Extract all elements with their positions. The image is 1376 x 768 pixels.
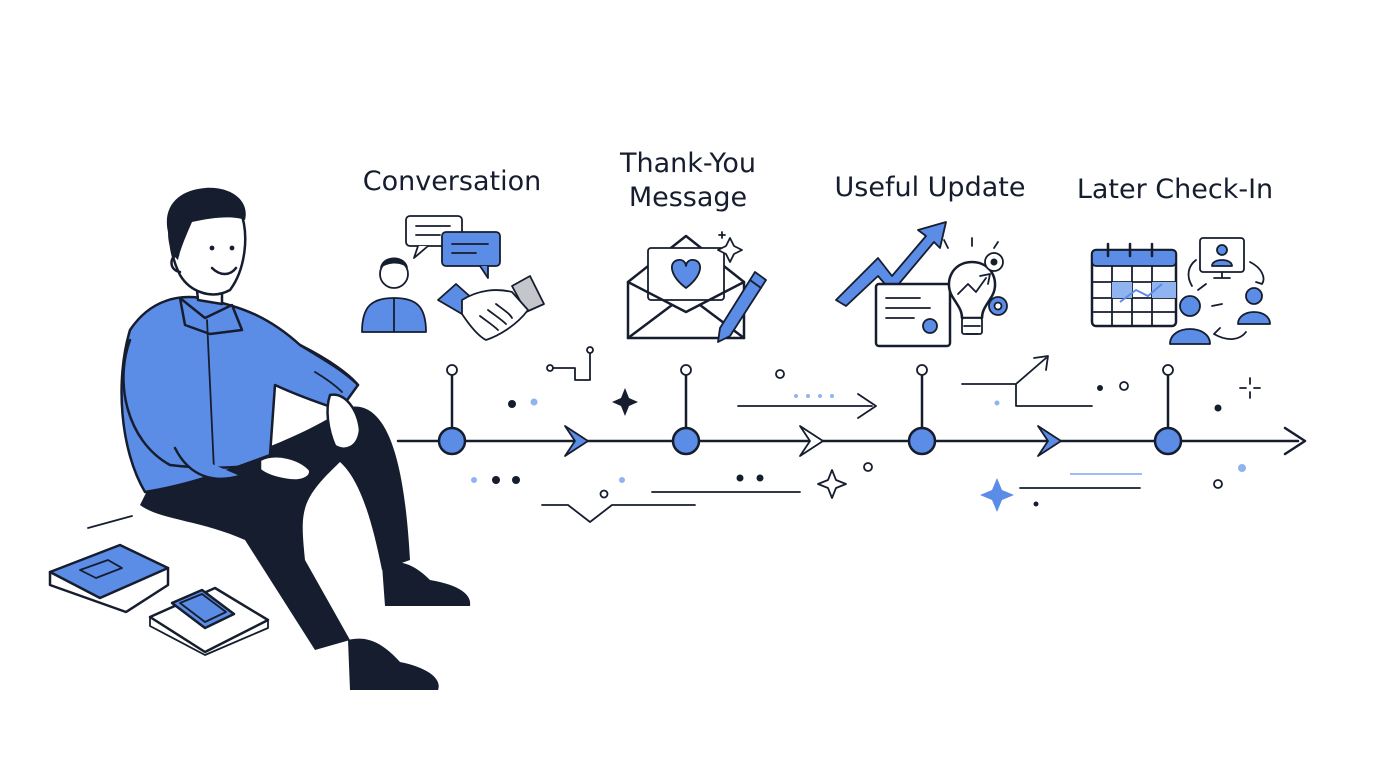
timeline-chevrons — [564, 425, 1062, 457]
timeline-nodes — [437, 364, 1183, 456]
video-call-icon — [1199, 237, 1245, 279]
timeline-line — [396, 426, 1307, 456]
stage-label-conversation: Conversation — [363, 166, 542, 197]
stage-label-thank-you-line-1: Thank-You — [619, 148, 756, 179]
chat-handshake-icon — [361, 215, 545, 341]
envelope-heart-icon — [626, 231, 767, 343]
smartphone-icon — [170, 588, 236, 630]
node-conversation — [437, 364, 467, 456]
calendar-people-icon — [1090, 237, 1271, 345]
node-thank-you — [671, 364, 701, 456]
decorative-marks — [471, 346, 1261, 523]
stage-label-thank-you-line-2: Message — [629, 182, 747, 213]
stage-labels: Conversation Thank-You Message Useful Up… — [363, 148, 1273, 213]
growth-lightbulb-icon — [835, 221, 1008, 348]
pen-icon — [717, 271, 767, 343]
node-useful-update — [907, 364, 937, 456]
book-icon — [48, 543, 170, 614]
stage-label-useful-update: Useful Update — [835, 172, 1026, 203]
node-later-check-in — [1153, 364, 1183, 456]
seated-man-illustration — [48, 187, 471, 690]
people-icon — [1169, 287, 1271, 345]
gear-icon — [984, 252, 1008, 316]
stage-label-later-check-in: Later Check-In — [1077, 174, 1273, 205]
